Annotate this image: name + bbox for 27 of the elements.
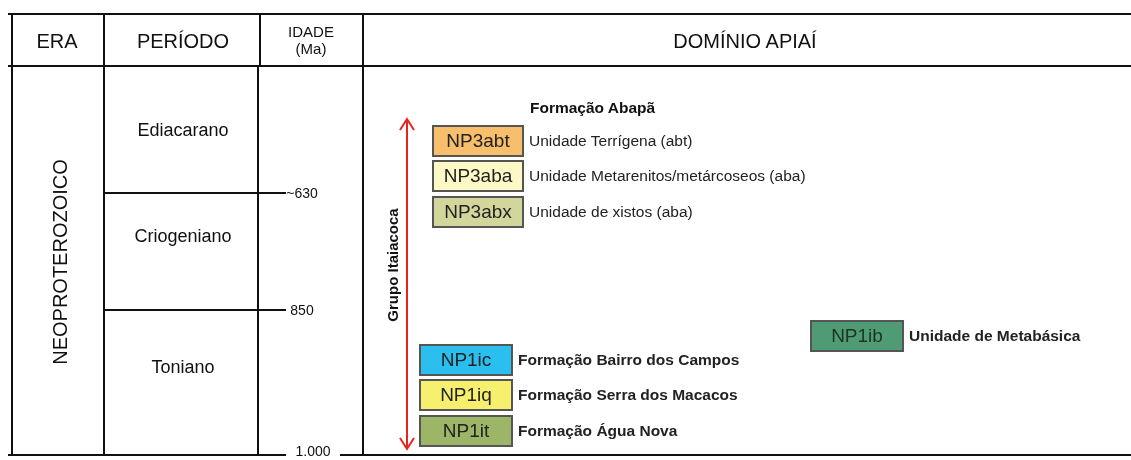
- unit-description: Unidade Metarenitos/metárcoseos (aba): [529, 167, 806, 185]
- era-name: NEOPROTEROZOICO: [48, 159, 72, 365]
- age-value: ~630: [286, 185, 318, 201]
- group-name: Grupo Itaiacoca: [383, 208, 401, 322]
- unit-code-box: NP1it: [419, 415, 513, 447]
- unit-code-box: NP3abx: [432, 196, 524, 228]
- period-name: Toniano: [151, 356, 215, 378]
- unit-description: Unidade de xistos (aba): [529, 203, 693, 221]
- column-header: ERA: [36, 29, 78, 53]
- group-heading: Formação Abapã: [530, 99, 656, 117]
- age-value: 850: [290, 302, 314, 318]
- unit-code-box: NP1ic: [419, 344, 513, 376]
- unit-description: Formação Água Nova: [518, 422, 678, 440]
- unit-description: Unidade Terrígena (abt): [529, 132, 693, 150]
- column-header: PERÍODO: [136, 29, 230, 53]
- column-header: IDADE (Ma): [287, 23, 335, 57]
- column-header: DOMÍNIO APIAÍ: [673, 29, 817, 53]
- unit-code-box: NP3abt: [432, 125, 524, 157]
- age-value: 1.000: [295, 443, 331, 459]
- unit-description: Formação Serra dos Macacos: [518, 386, 738, 404]
- period-name: Ediacarano: [137, 119, 229, 141]
- unit-code-box: NP1iq: [419, 379, 513, 411]
- unit-description: Formação Bairro dos Campos: [518, 351, 740, 369]
- unit-description: Unidade de Metabásica: [909, 327, 1081, 345]
- unit-code-box: NP3aba: [432, 160, 524, 192]
- unit-code-box: NP1ib: [810, 320, 904, 352]
- period-name: Criogeniano: [134, 225, 232, 247]
